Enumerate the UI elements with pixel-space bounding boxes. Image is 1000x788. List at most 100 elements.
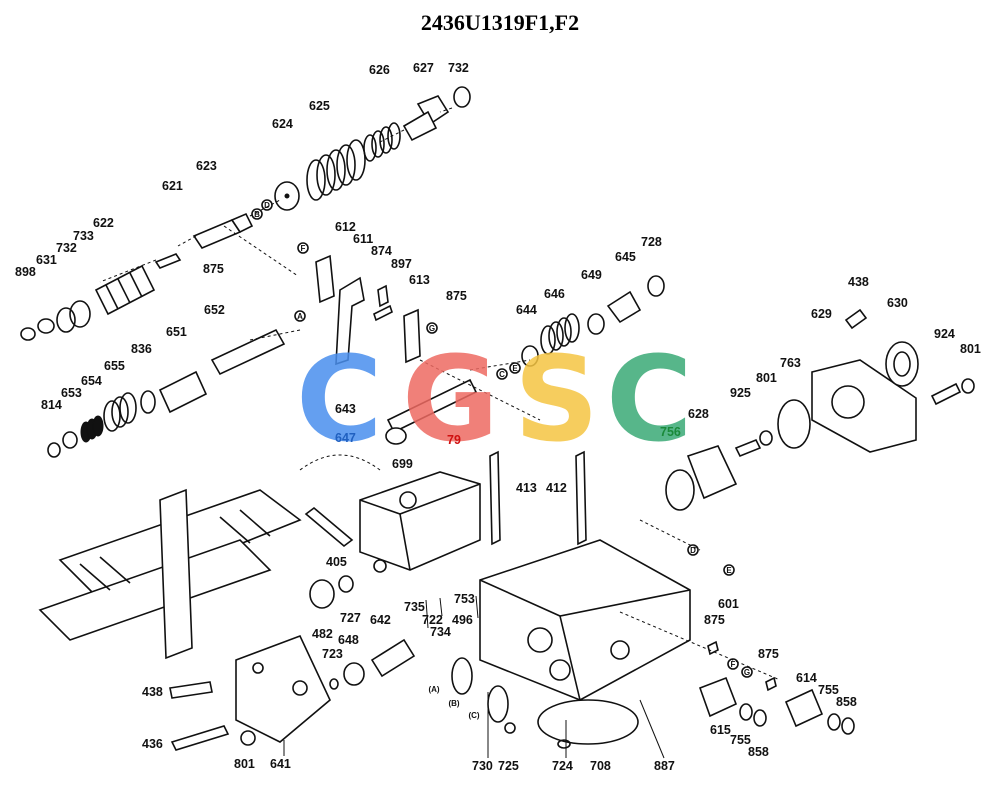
callout: 836 [131, 342, 152, 356]
ref-mark: A [294, 310, 306, 322]
ref-mark: B [251, 208, 263, 220]
callout: 631 [36, 253, 57, 267]
callout: 724 [552, 759, 573, 773]
ref-mark: F [727, 658, 739, 670]
ref-mark: E [723, 564, 735, 576]
callout: 645 [615, 250, 636, 264]
callout: 653 [61, 386, 82, 400]
ref-mark: G [741, 666, 753, 678]
watermark-letter-c1: C [296, 330, 383, 468]
callout: 630 [887, 296, 908, 310]
callout: 699 [392, 457, 413, 471]
callout: 708 [590, 759, 611, 773]
parts-artwork [20, 86, 975, 751]
callout: 814 [41, 398, 62, 412]
callout: 627 [413, 61, 434, 75]
callout: 732 [448, 61, 469, 75]
callout: 613 [409, 273, 430, 287]
callout: 651 [166, 325, 187, 339]
svg-text:D: D [690, 546, 696, 555]
callout: 405 [326, 555, 347, 569]
callout: 622 [93, 216, 114, 230]
callout: 624 [272, 117, 293, 131]
assembly-leaders [99, 107, 781, 759]
callout: 801 [756, 371, 777, 385]
watermark-letter-s: S [514, 330, 599, 468]
callout: 722 [422, 613, 443, 627]
callout: 641 [270, 757, 291, 771]
svg-text:G: G [744, 668, 750, 677]
ref-mark: F [297, 242, 309, 254]
svg-text:E: E [512, 364, 518, 373]
svg-text:A: A [297, 312, 303, 321]
callout: 755 [730, 733, 751, 747]
callout-labels: 626 627 732 625 624 623 621 622 733 732 … [15, 61, 981, 773]
callout: 858 [836, 695, 857, 709]
callout: 755 [818, 683, 839, 697]
callout: 730 [472, 759, 493, 773]
callout: 436 [142, 737, 163, 751]
svg-text:F: F [301, 244, 306, 253]
callout: 648 [338, 633, 359, 647]
svg-text:G: G [429, 324, 435, 333]
callout: 79 [447, 433, 461, 447]
callout: 801 [960, 342, 981, 356]
watermark-letter-c2: C [606, 330, 693, 468]
callout: 753 [454, 592, 475, 606]
callout: 723 [322, 647, 343, 661]
ref-mark: D [261, 199, 273, 211]
callout: 875 [446, 289, 467, 303]
callout: 763 [780, 356, 801, 370]
callout: 482 [312, 627, 333, 641]
ref-mark: E [509, 362, 521, 374]
svg-text:C: C [499, 370, 505, 379]
watermark-letter-g: G [402, 330, 499, 468]
callout: 875 [758, 647, 779, 661]
svg-text:D: D [264, 201, 270, 210]
callout: 615 [710, 723, 731, 737]
callout: 412 [546, 481, 567, 495]
callout: 732 [56, 241, 77, 255]
callout: 887 [654, 759, 675, 773]
callout: 623 [196, 159, 217, 173]
ref-mark: (C) [468, 711, 479, 720]
callout: 614 [796, 671, 817, 685]
callout: 626 [369, 63, 390, 77]
ref-mark: C [496, 368, 508, 380]
diagram-title: 2436U1319F1,F2 [421, 10, 579, 35]
callout: 629 [811, 307, 832, 321]
callout: 897 [391, 257, 412, 271]
callout: 727 [340, 611, 361, 625]
callout: 642 [370, 613, 391, 627]
callout: 756 [660, 425, 681, 439]
callout: 644 [516, 303, 537, 317]
callout: 801 [234, 757, 255, 771]
callout: 898 [15, 265, 36, 279]
callout: 413 [516, 481, 537, 495]
callout: 858 [748, 745, 769, 759]
callout: 601 [718, 597, 739, 611]
svg-text:B: B [254, 210, 260, 219]
callout: 728 [641, 235, 662, 249]
callout: 438 [848, 275, 869, 289]
ref-mark: (A) [428, 685, 439, 694]
callout: 625 [309, 99, 330, 113]
callout: 647 [335, 431, 356, 445]
callout: 628 [688, 407, 709, 421]
callout: 646 [544, 287, 565, 301]
callout: 725 [498, 759, 519, 773]
callout: 925 [730, 386, 751, 400]
callout: 735 [404, 600, 425, 614]
svg-text:E: E [726, 566, 732, 575]
callout: 874 [371, 244, 392, 258]
callout: 652 [204, 303, 225, 317]
callout: 734 [430, 625, 451, 639]
svg-text:F: F [731, 660, 736, 669]
callout: 924 [934, 327, 955, 341]
callout: 612 [335, 220, 356, 234]
reference-marks: B D F A G C E D [251, 199, 753, 720]
callout: 438 [142, 685, 163, 699]
watermark: C G S C [296, 330, 693, 468]
callout: 875 [203, 262, 224, 276]
